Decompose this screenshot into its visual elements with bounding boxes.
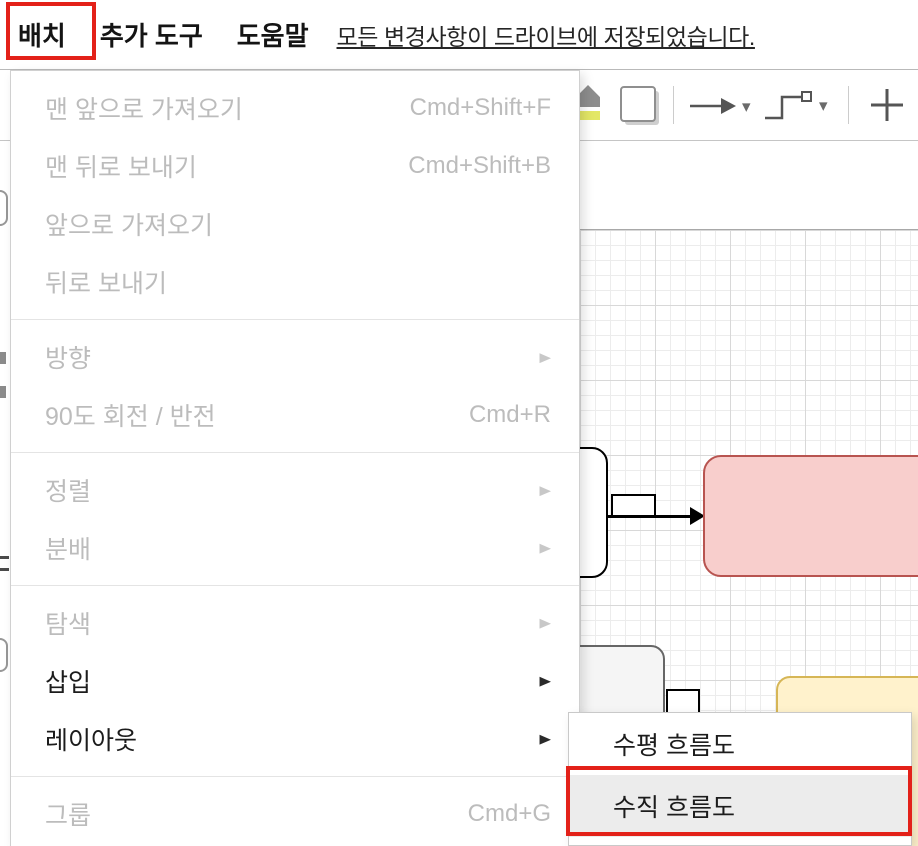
menu-item-layout[interactable]: 레이아웃 ▶ (11, 710, 579, 768)
arrange-menu-dropdown: 맨 앞으로 가져오기 Cmd+Shift+F 맨 뒤로 보내기 Cmd+Shif… (10, 70, 580, 846)
menu-item-label: 앞으로 가져오기 (45, 212, 213, 240)
menu-item-label: 맨 앞으로 가져오기 (45, 96, 243, 124)
arrow-icon (690, 98, 736, 114)
menu-item-label: 분배 (45, 536, 92, 564)
toolbar-divider (673, 86, 674, 124)
menu-item-distribute[interactable]: 분배 ▶ (11, 519, 579, 577)
menu-separator (11, 776, 579, 777)
connector-icon (765, 91, 812, 120)
shape-red-rounded[interactable] (703, 455, 918, 577)
menu-item-send-backward[interactable]: 뒤로 보내기 (11, 253, 579, 311)
connection-arrow-button[interactable]: ▾ (690, 94, 751, 118)
toolbar-divider (848, 86, 849, 124)
menubar-item-extras[interactable]: 추가 도구 (99, 21, 203, 51)
menu-item-shortcut: Cmd+G (467, 800, 551, 827)
menu-item-shortcut: Cmd+Shift+B (408, 152, 551, 179)
chevron-down-icon[interactable]: ▾ (819, 95, 828, 115)
menu-separator (11, 319, 579, 320)
menu-item-shortcut: Cmd+Shift+F (409, 94, 551, 121)
menu-item-label: 맨 뒤로 보내기 (45, 154, 197, 182)
submenu-item-label: 수직 흐름도 (613, 794, 735, 822)
menu-item-direction[interactable]: 방향 ▶ (11, 328, 579, 386)
menu-item-bring-forward[interactable]: 앞으로 가져오기 (11, 195, 579, 253)
menu-separator (11, 585, 579, 586)
submenu-arrow-icon: ▶ (539, 674, 551, 689)
edge-label-box[interactable] (666, 689, 700, 714)
layout-submenu: 수평 흐름도 수직 흐름도 (568, 712, 912, 846)
menu-item-insert[interactable]: 삽입 ▶ (11, 652, 579, 710)
menu-item-label: 정렬 (45, 478, 92, 506)
menu-item-label: 그룹 (45, 802, 92, 830)
fill-color-icon[interactable] (576, 85, 600, 120)
submenu-arrow-icon: ▶ (539, 483, 551, 498)
submenu-arrow-icon: ▶ (539, 541, 551, 556)
panel-edge-fragment (0, 638, 8, 672)
menu-item-label: 탐색 (45, 611, 92, 639)
edge-arrowhead (690, 507, 705, 525)
menu-item-align[interactable]: 정렬 ▶ (11, 461, 579, 519)
insert-plus-button[interactable] (868, 86, 906, 129)
plus-icon (871, 89, 903, 121)
menu-item-navigation[interactable]: 탐색 ▶ (11, 594, 579, 652)
panel-edge-fragment (0, 190, 8, 226)
submenu-item-label: 수평 흐름도 (613, 732, 735, 760)
menu-separator (11, 452, 579, 453)
panel-edge-fragment (0, 386, 6, 398)
submenu-item-vertical-flow[interactable]: 수직 흐름도 (569, 775, 911, 837)
shadow-icon[interactable] (620, 86, 656, 122)
submenu-arrow-icon: ▶ (539, 732, 551, 747)
menu-item-label: 뒤로 보내기 (45, 270, 167, 298)
fill-color-icon-bar (576, 111, 600, 120)
menu-item-group[interactable]: 그룹 Cmd+G (11, 785, 579, 843)
menu-item-label: 레이아웃 (45, 727, 138, 755)
submenu-arrow-icon: ▶ (539, 616, 551, 631)
save-status-link[interactable]: 모든 변경사항이 드라이브에 저장되었습니다. (336, 23, 756, 50)
chevron-down-icon[interactable]: ▾ (742, 96, 751, 116)
menu-item-label: 삽입 (45, 669, 92, 697)
panel-edge-fragment (0, 556, 9, 559)
edge-label-box[interactable] (611, 494, 656, 517)
menubar-item-help[interactable]: 도움말 (236, 21, 309, 51)
panel-edge-fragment (0, 352, 6, 364)
waypoint-connector-button[interactable]: ▾ (763, 88, 828, 122)
menubar: 배치 추가 도구 도움말 모든 변경사항이 드라이브에 저장되었습니다. (0, 0, 918, 70)
menubar-item-arrange[interactable]: 배치 (18, 21, 66, 51)
menu-item-shortcut: Cmd+R (468, 401, 551, 428)
menu-item-send-to-back[interactable]: 맨 뒤로 보내기 Cmd+Shift+B (11, 137, 579, 195)
submenu-item-horizontal-flow[interactable]: 수평 흐름도 (569, 713, 911, 775)
submenu-arrow-icon: ▶ (539, 350, 551, 365)
menu-item-rotate[interactable]: 90도 회전 / 반전 Cmd+R (11, 386, 579, 444)
menu-item-bring-to-front[interactable]: 맨 앞으로 가져오기 Cmd+Shift+F (11, 79, 579, 137)
panel-edge-fragment (0, 568, 9, 571)
menu-item-label: 방향 (45, 345, 92, 373)
menu-item-label: 90도 회전 / 반전 (45, 403, 216, 431)
